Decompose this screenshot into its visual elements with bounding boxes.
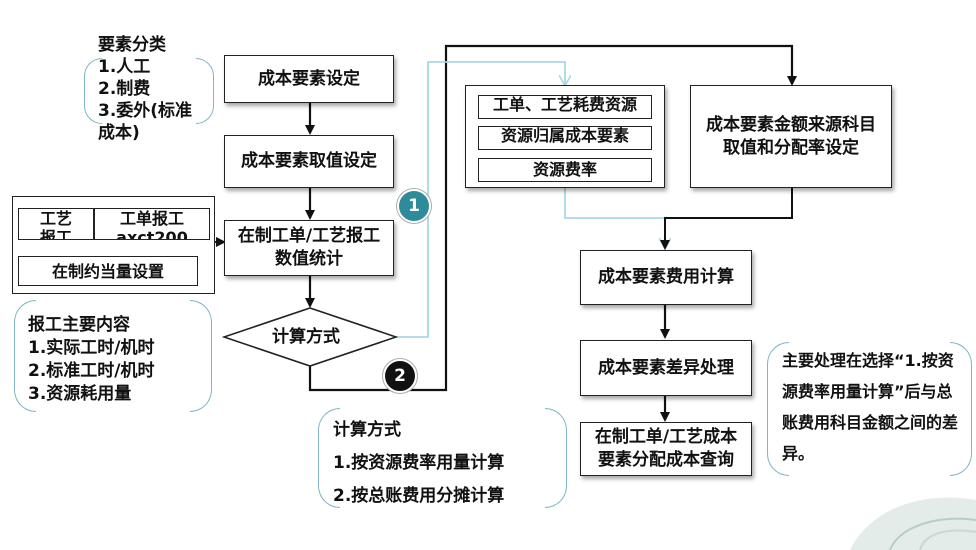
step-cost-element-value-setup-label: 成本要素取值设定 <box>241 151 377 171</box>
step-wip-report-statistics[interactable]: 在制工单/工艺报工数值统计 <box>224 220 394 276</box>
element-category-item: 成本) <box>98 123 140 143</box>
wip-allocation-query-label: 在制工单/工艺成本要素分配成本查询 <box>594 427 738 470</box>
element-category-item: 2.制费 <box>98 79 151 99</box>
step-cost-element-setup[interactable]: 成本要素设定 <box>224 55 394 103</box>
work-order-report-label: 工单报工axct200 <box>116 209 188 240</box>
resource-rate-cell[interactable]: 资源费率 <box>478 158 652 182</box>
calc-method-title: 计算方式 <box>333 420 401 440</box>
resource-element-label: 资源归属成本要素 <box>500 126 629 145</box>
work-order-report-cell[interactable]: 工单报工axct200 <box>94 208 210 240</box>
report-content-item: 2.标准工时/机时 <box>28 361 155 381</box>
calc-method-brace-right <box>545 408 567 508</box>
cost-element-calc-label: 成本要素费用计算 <box>598 267 734 287</box>
resource-rate-label: 资源费率 <box>532 160 597 179</box>
calc-method-item: 2.按总账费用分摊计算 <box>333 486 505 506</box>
step-wip-report-statistics-label: 在制工单/工艺报工数值统计 <box>237 226 381 269</box>
step-cost-element-value-setup[interactable]: 成本要素取值设定 <box>224 135 394 188</box>
route-1-badge: 1 <box>397 189 431 223</box>
cost-element-diff[interactable]: 成本要素差异处理 <box>580 340 752 396</box>
arrow-amount-calc <box>660 188 793 250</box>
arrow-route-1 <box>396 61 565 338</box>
resource-consumption-label: 工单、工艺耗费资源 <box>492 95 637 114</box>
wip-equivalent-setup-cell[interactable]: 在制约当量设置 <box>18 256 198 286</box>
resource-consumption-cell[interactable]: 工单、工艺耗费资源 <box>478 95 652 119</box>
element-categories-brace-right <box>196 58 214 124</box>
report-content-title: 报工主要内容 <box>28 315 130 335</box>
element-category-item: 3.委外(标准 <box>98 101 193 121</box>
process-report-cell[interactable]: 工艺报工 <box>18 208 94 240</box>
element-categories-title: 要素分类 <box>98 35 166 55</box>
cost-element-diff-label: 成本要素差异处理 <box>598 357 734 378</box>
report-content-item: 3.资源耗用量 <box>28 384 132 404</box>
leaf-decoration <box>850 497 976 550</box>
element-categories-brace-left <box>84 58 102 124</box>
report-content-brace-right <box>190 300 212 412</box>
cost-element-calc[interactable]: 成本要素费用计算 <box>580 250 752 305</box>
calc-method-item: 1.按资源费率用量计算 <box>333 453 505 473</box>
report-content-item: 1.实际工时/机时 <box>28 338 155 358</box>
amount-source-setup-label: 成本要素金额来源科目取值和分配率设定 <box>706 114 876 158</box>
resource-element-cell[interactable]: 资源归属成本要素 <box>478 126 652 150</box>
wip-allocation-query[interactable]: 在制工单/工艺成本要素分配成本查询 <box>580 422 752 476</box>
process-report-label: 工艺报工 <box>39 209 72 240</box>
amount-source-setup[interactable]: 成本要素金额来源科目取值和分配率设定 <box>690 85 892 188</box>
route-2-badge: 2 <box>383 359 417 393</box>
main-process-note: 主要处理在选择“1.按资源费率用量计算”后与总账费用科目金额之间的差异。 <box>782 351 959 463</box>
wip-equivalent-setup-label: 在制约当量设置 <box>51 261 164 281</box>
element-category-item: 1.人工 <box>98 57 151 77</box>
step-cost-element-setup-label: 成本要素设定 <box>258 68 360 89</box>
decision-diamond[interactable] <box>222 306 398 368</box>
arrow-resource-calc <box>564 188 665 248</box>
arrow-route-2 <box>308 44 797 392</box>
decision-label: 计算方式 <box>272 327 340 347</box>
